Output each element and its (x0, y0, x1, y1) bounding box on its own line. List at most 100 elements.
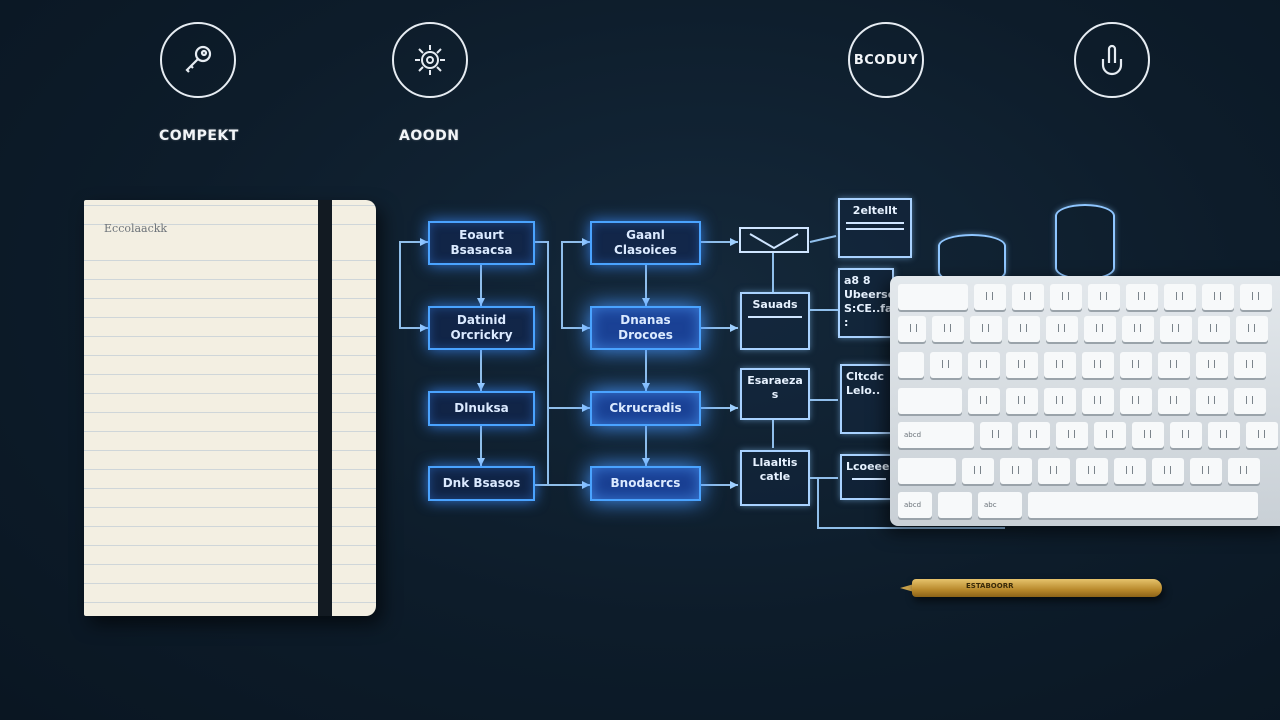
flow-box-2-4: Bnodacrcs (590, 466, 701, 501)
keyboard-row: abcd abc (898, 492, 1258, 518)
flow-box-2-3: Ckrucradis (590, 391, 701, 426)
key (1160, 316, 1192, 342)
key (1202, 284, 1234, 310)
key: abc (978, 492, 1022, 518)
key-label: abcd (904, 431, 922, 439)
key (1012, 284, 1044, 310)
side-box-line: catle (759, 470, 791, 483)
right-box-line: a8 8 (844, 274, 871, 287)
flow-box-1-2: Datinid Orcrickry (428, 306, 535, 350)
key-icon (160, 22, 236, 98)
key (1006, 352, 1038, 378)
key (1046, 316, 1078, 342)
key (1114, 458, 1146, 484)
key (1082, 388, 1114, 414)
right-box-line: Lcoeee (846, 460, 890, 473)
key (1196, 352, 1228, 378)
key (1082, 352, 1114, 378)
flow-box-line: Drocoes (618, 328, 673, 342)
pen (912, 579, 1162, 597)
key (1094, 422, 1126, 448)
key (1050, 284, 1082, 310)
key (1132, 422, 1164, 448)
pen-tip (900, 584, 914, 592)
flow-box-line: Dlnuksa (454, 401, 509, 415)
key (1056, 422, 1088, 448)
key (1088, 284, 1120, 310)
key (1084, 316, 1116, 342)
flow-box-line: Dnk Bsasos (442, 476, 521, 490)
key (1152, 458, 1184, 484)
key (1000, 458, 1032, 484)
key (1018, 422, 1050, 448)
keyboard-row: abcd (898, 422, 1278, 448)
key (1208, 422, 1240, 448)
flow-box-1-4: Dnk Bsasos (428, 466, 535, 501)
key (1190, 458, 1222, 484)
flow-box-1-1: Eoaurt Bsasacsa (428, 221, 535, 265)
keyboard-row (898, 458, 1260, 484)
side-box-line: Esaraeza (747, 374, 803, 387)
side-box-2: Esaraeza s (740, 368, 810, 420)
keyboard-row (898, 284, 1272, 310)
key (1158, 352, 1190, 378)
flow-box-line: Eoaurt (459, 228, 504, 242)
key (898, 352, 924, 378)
text-badge-label: BCODUY (853, 52, 919, 68)
right-box-line: 2eltellt (852, 204, 898, 217)
side-box-line: Llaaltis (752, 456, 798, 469)
key (898, 316, 926, 342)
flow-box-line: Gaanl (626, 228, 665, 242)
right-box-line: Cltcdc (846, 370, 885, 383)
flow-box-line: Datinid (456, 313, 507, 327)
flow-box-line: Orcrickry (450, 328, 513, 342)
key (898, 284, 968, 310)
key-label: abc (984, 501, 997, 509)
key (968, 388, 1000, 414)
keyboard: abcd abcd abc (890, 276, 1280, 526)
keyboard-row (898, 388, 1266, 414)
flow-box-line: Bnodacrcs (610, 476, 681, 490)
flow-box-2-1: Gaanl Clasoices (590, 221, 701, 265)
key: abcd (898, 422, 974, 448)
keyboard-row (898, 352, 1266, 378)
key (1120, 388, 1152, 414)
icon-label-compekt: COMPEKT (159, 128, 239, 144)
notebook-elastic-band (318, 200, 332, 616)
key (1126, 284, 1158, 310)
key (1164, 284, 1196, 310)
key (1234, 388, 1266, 414)
key (1246, 422, 1278, 448)
side-box-line: s (771, 388, 779, 401)
key (1158, 388, 1190, 414)
spacebar (1028, 492, 1258, 518)
key (1044, 352, 1076, 378)
right-box-3: Cltcdc Lelo.. (840, 364, 894, 434)
key (932, 316, 964, 342)
key (898, 388, 962, 414)
flow-box-line: Bsasacsa (450, 243, 513, 257)
flow-box-line: Ckrucradis (609, 401, 682, 415)
side-box-line: Sauads (752, 298, 798, 311)
gear-icon (392, 22, 468, 98)
key (1198, 316, 1230, 342)
flow-box-line: Dnanas (620, 313, 671, 327)
database-icon (1055, 204, 1115, 280)
keyboard-row (898, 316, 1268, 342)
key (1076, 458, 1108, 484)
pen-label: ESTABOORR (966, 582, 1014, 590)
key (1038, 458, 1070, 484)
key (1236, 316, 1268, 342)
key (938, 492, 972, 518)
key (962, 458, 994, 484)
notebook-title: Eccolaackk (104, 222, 168, 235)
key (1196, 388, 1228, 414)
right-box-2: a8 8 Ubeerses S:CE..fal : (838, 268, 902, 338)
key (968, 352, 1000, 378)
flow-box-1-3: Dlnuksa (428, 391, 535, 426)
right-box-line: Lelo.. (846, 384, 881, 397)
key-label: abcd (904, 501, 922, 509)
key (1044, 388, 1076, 414)
flow-box-line: Clasoices (614, 243, 677, 257)
